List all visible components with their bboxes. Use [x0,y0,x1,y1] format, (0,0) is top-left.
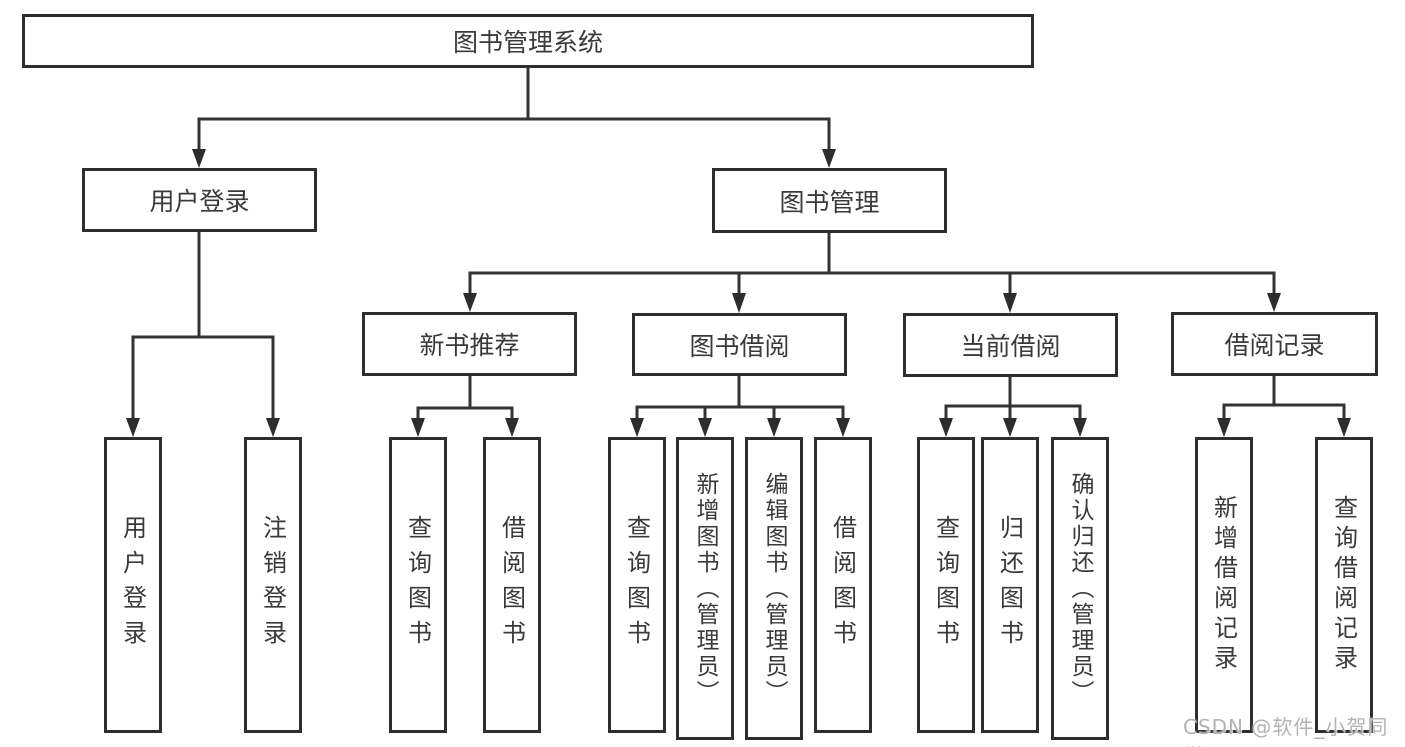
node-user-login-label: 用户登录 [149,187,250,216]
leaf-logout-login-label: 注销登录 [258,515,287,655]
leaf-query-borrow-record: 查询借阅记录 [1315,437,1373,733]
arrowhead-user-login [192,149,206,168]
leaf-borrow-books-borrow-label: 借阅图书 [828,515,857,655]
leaf-user-login-label: 用户登录 [118,515,147,655]
leaf-confirm-return-admin: 确认归还（管理员） [1051,437,1109,740]
node-book-borrow-label: 图书借阅 [689,331,790,361]
leaf-borrow-books-borrow: 借阅图书 [814,437,872,733]
arrowhead-query-books-new [411,418,425,437]
leaf-add-borrow-record: 新增借阅记录 [1195,437,1253,733]
arrowhead-confirm-return-admin [1073,418,1087,437]
leaf-logout-login: 注销登录 [244,437,302,733]
node-book-management-label: 图书管理 [779,187,880,217]
connector-borrow-records-split [1222,403,1346,418]
leaf-confirm-return-admin-label: 确认归还（管理员） [1067,471,1093,706]
leaf-add-books-admin: 新增图书（管理员） [676,437,734,740]
arrowhead-leaf-user-login [126,418,140,437]
leaf-query-borrow-record-label: 查询借阅记录 [1329,495,1358,675]
node-root-label: 图书管理系统 [452,28,603,57]
connector-user-login-split [131,335,275,418]
connector-root-to-l2 [197,117,831,150]
node-book-management: 图书管理 [712,168,947,233]
arrowhead-add-borrow-record [1217,418,1231,437]
arrowhead-book-management [822,149,836,168]
leaf-add-books-admin-label: 新增图书（管理员） [692,471,718,706]
leaf-borrow-books-new: 借阅图书 [483,437,541,733]
arrowhead-current-borrow [1003,293,1017,313]
arrowhead-edit-books-admin [767,418,781,437]
leaf-query-books-current: 查询图书 [917,437,975,733]
arrowhead-return-books [1003,418,1017,437]
arrowhead-leaf-logout [266,418,280,437]
node-current-borrow: 当前借阅 [903,313,1118,377]
node-book-borrow: 图书借阅 [632,313,847,376]
leaf-query-books-new-label: 查询图书 [403,515,432,655]
connector-current-borrow-split [944,404,1082,418]
node-current-borrow-label: 当前借阅 [960,332,1061,361]
arrowhead-query-borrow-record [1337,418,1351,437]
arrowhead-query-books-current [939,418,953,437]
arrowhead-query-books-borrow [630,418,644,437]
node-user-login: 用户登录 [82,168,317,232]
arrowhead-borrow-records [1267,293,1281,312]
arrowhead-borrow-books-borrow [836,418,850,437]
leaf-query-books-borrow: 查询图书 [608,437,666,733]
leaf-user-login: 用户登录 [104,437,162,733]
arrowhead-new-book-recommend [463,293,477,312]
connector-l3-split [468,271,1276,293]
leaf-query-books-borrow-label: 查询图书 [622,515,651,655]
node-new-book-recommend-label: 新书推荐 [419,331,520,360]
node-new-book-recommend: 新书推荐 [362,312,577,376]
arrowhead-book-borrow [732,293,746,313]
node-borrow-records-label: 借阅记录 [1224,331,1325,360]
leaf-add-borrow-record-label: 新增借阅记录 [1209,495,1238,675]
leaf-return-books-label: 归还图书 [995,515,1024,655]
csdn-watermark: CSDN @软件_小贺同学 [1183,715,1389,747]
node-root: 图书管理系统 [22,14,1034,68]
leaf-query-books-new: 查询图书 [389,437,447,733]
leaf-edit-books-admin: 编辑图书（管理员） [745,437,803,740]
leaf-edit-books-admin-label: 编辑图书（管理员） [761,471,787,706]
leaf-query-books-current-label: 查询图书 [931,515,960,655]
leaf-return-books: 归还图书 [981,437,1039,733]
arrowhead-borrow-books-new [505,418,519,437]
connector-book-borrow-split [635,405,845,418]
node-borrow-records: 借阅记录 [1171,312,1378,376]
connector-new-book-split [416,406,514,418]
leaf-borrow-books-new-label: 借阅图书 [497,515,526,655]
arrowhead-add-books-admin [698,418,712,437]
